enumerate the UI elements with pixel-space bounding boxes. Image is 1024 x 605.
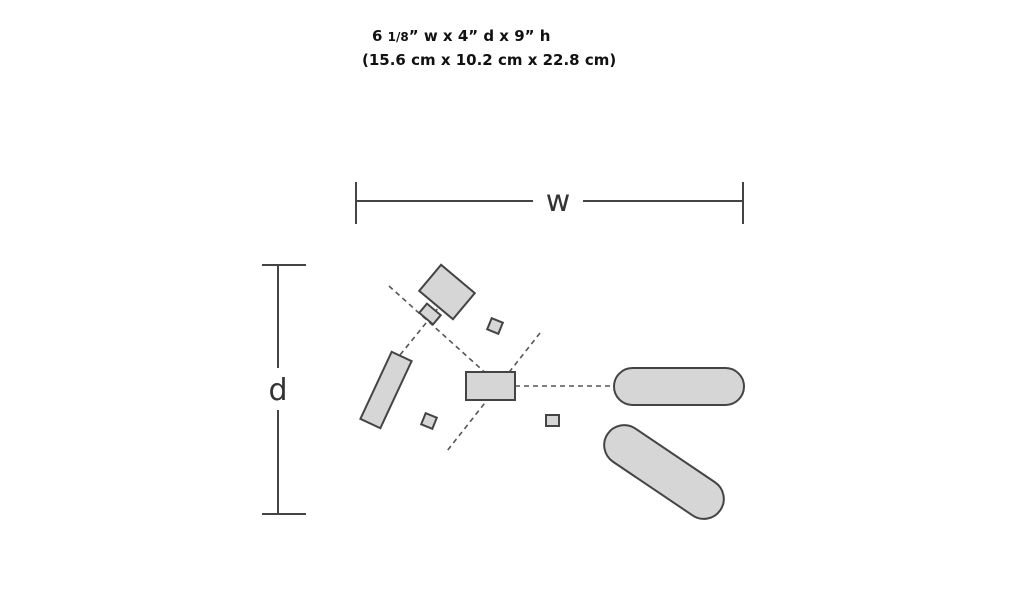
tilted-bar [359, 350, 413, 430]
dimensions-rest: ” w x 4” d x 9” h [408, 27, 551, 45]
horizontal-capsule [613, 367, 745, 406]
small-block-bottom [545, 414, 560, 427]
small-block-left [419, 411, 439, 431]
dimensions-metric: (15.6 cm x 10.2 cm x 22.8 cm) [362, 51, 617, 69]
spotlight-head [417, 263, 477, 321]
small-block-top [485, 316, 505, 336]
width-label: w [546, 184, 571, 219]
width-dimension [355, 182, 744, 224]
spotlight-neck [417, 302, 443, 326]
diagonal-capsule [603, 424, 725, 520]
width-fraction: 1/8 [387, 30, 409, 44]
dimensions-imperial: 6 1/8” w x 4” d x 9” h [372, 26, 550, 47]
central-block [465, 371, 516, 401]
depth-dimension [262, 264, 306, 515]
width-whole: 6 [372, 27, 388, 45]
depth-label: d [268, 373, 287, 408]
